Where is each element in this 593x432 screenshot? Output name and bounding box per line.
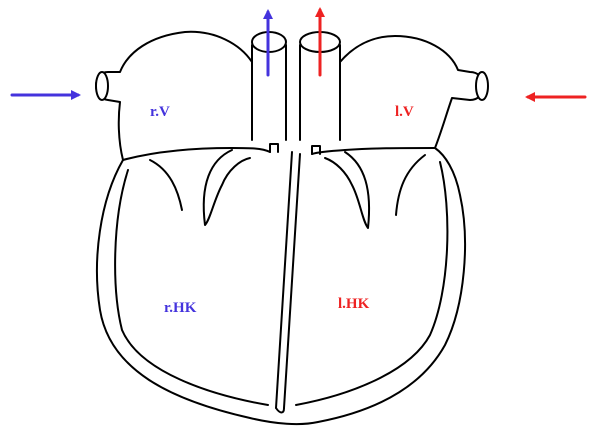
left-atrium-outline bbox=[340, 36, 484, 148]
left-atrium-floor bbox=[312, 148, 435, 154]
right-inflow-vessel bbox=[96, 72, 108, 100]
interventricular-septum bbox=[276, 152, 292, 408]
left-ventricle-label: l.HK bbox=[338, 296, 370, 312]
right-ventricle-inner-wall bbox=[115, 170, 268, 405]
mitral-leaflet-inner bbox=[325, 152, 369, 228]
mitral-leaflet-outer bbox=[396, 155, 425, 215]
tricuspid-leaflet-outer bbox=[150, 160, 182, 210]
right-atrium-outline bbox=[96, 32, 252, 160]
heart-outer-wall bbox=[97, 148, 465, 424]
septum-inner-line bbox=[284, 154, 300, 408]
left-ventricle-inner-wall bbox=[296, 162, 447, 405]
left-atrium-label: l.V bbox=[395, 104, 414, 120]
semilunar-valves bbox=[270, 144, 320, 154]
apex-line bbox=[276, 408, 284, 413]
right-atrium-label: r.V bbox=[150, 104, 170, 120]
left-inflow-vessel bbox=[476, 72, 488, 100]
right-ventricle-label: r.HK bbox=[164, 300, 197, 316]
tricuspid-leaflet-inner bbox=[204, 150, 250, 225]
